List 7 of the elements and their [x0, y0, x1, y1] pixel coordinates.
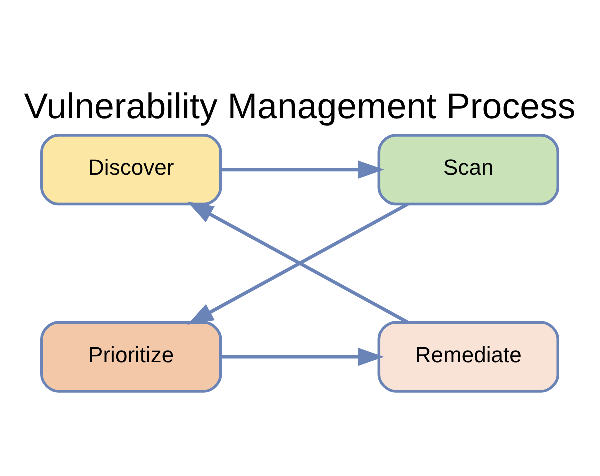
diagram-title: Vulnerability Management Process [24, 86, 576, 127]
node-box: Prioritize [40, 321, 222, 393]
node-box: Discover [40, 134, 222, 206]
arrow [220, 160, 384, 180]
node-box: Remediate [378, 321, 560, 393]
node-box: Scan [378, 134, 560, 206]
arrow [220, 348, 384, 366]
